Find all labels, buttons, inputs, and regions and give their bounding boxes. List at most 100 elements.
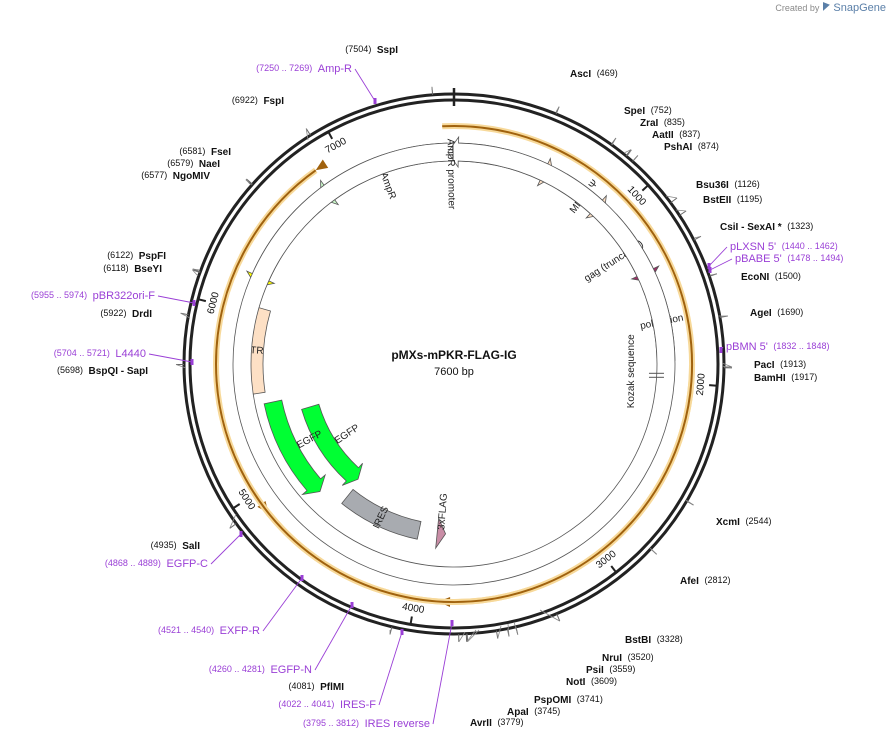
enzyme-site[interactable]: (6577) NgoMIV <box>141 170 252 185</box>
enzyme-label: AatII (837) <box>652 129 700 140</box>
enzyme-site[interactable]: XcmI (2544) <box>686 500 771 528</box>
primer-leader <box>379 632 402 705</box>
primer-site[interactable]: (3795 .. 3812) IRES reverse <box>303 620 454 730</box>
enzyme-name: PsiI <box>586 665 604 676</box>
enzyme-name: SspI <box>377 45 398 56</box>
enzyme-position: (1913) <box>780 359 806 369</box>
scale-tick <box>611 566 616 572</box>
primer-name: EGFP-N <box>270 664 312 676</box>
enzyme-position: (3520) <box>628 652 654 662</box>
enzyme-site[interactable]: PspOMI (3741) <box>467 630 603 706</box>
primer-label: pBABE 5' (1478 .. 1494) <box>735 253 843 265</box>
enzyme-site[interactable]: AscI (469) <box>556 68 618 114</box>
orf-arrowhead <box>316 159 328 170</box>
enzyme-position: (1126) <box>734 179 759 189</box>
scale-tick <box>198 299 206 301</box>
enzyme-name: PspOMI <box>534 695 571 706</box>
primer-name: Amp-R <box>318 63 352 75</box>
enzyme-site[interactable]: (4081) PflMI <box>289 627 392 693</box>
primer-leader <box>158 296 194 303</box>
enzyme-label: (5922) DrdI <box>100 308 152 319</box>
enzyme-site[interactable]: NotI (3609) <box>496 626 617 688</box>
enzyme-site[interactable]: BstEII (1195) <box>676 194 762 215</box>
primer-label: (5704 .. 5721) L4440 <box>54 348 146 360</box>
primer-range: (4260 .. 4281) <box>209 664 265 674</box>
plasmid-size: 7600 bp <box>434 366 474 378</box>
enzyme-leader <box>468 630 479 642</box>
primer-site[interactable]: (4260 .. 4281) EGFP-N <box>209 602 354 676</box>
watermark-prefix: Created by <box>775 3 819 13</box>
enzyme-name: Bsu36I <box>696 180 729 191</box>
enzyme-site[interactable]: (7504) SspI <box>345 44 432 94</box>
enzyme-position: (3745) <box>534 706 560 716</box>
primer-label: (4022 .. 4041) IRES-F <box>278 699 376 711</box>
enzyme-position: (3741) <box>577 694 603 704</box>
enzyme-position: (7504) <box>345 44 371 54</box>
enzyme-site[interactable]: AfeI (2812) <box>650 548 730 587</box>
enzyme-site[interactable]: (5698) BspQI - SapI <box>57 364 186 376</box>
primer-site[interactable]: pBABE 5' (1478 .. 1494) <box>709 253 844 273</box>
primer-leader <box>263 578 302 631</box>
enzyme-name: DrdI <box>132 309 152 320</box>
enzyme-site[interactable]: PsiI (3559) <box>507 624 635 676</box>
enzyme-name: NotI <box>566 677 586 688</box>
enzyme-position: (3559) <box>609 664 635 674</box>
snapgene-watermark: Created by SnapGene <box>775 2 886 14</box>
enzyme-label: (6581) FseI <box>179 146 231 157</box>
primer-site[interactable]: (4868 .. 4889) EGFP-C <box>105 531 243 570</box>
enzyme-name: NaeI <box>199 159 220 170</box>
enzyme-site[interactable]: (4935) SalI <box>151 514 237 552</box>
primer-site[interactable]: (4521 .. 4540) EXFP-R <box>158 575 303 637</box>
enzyme-label: PacI (1913) <box>754 359 806 370</box>
enzyme-site[interactable]: CsiI - SexAI * (1323) <box>694 221 813 240</box>
enzyme-cut-mark <box>671 198 677 203</box>
primer-name: pLXSN 5' <box>730 241 776 253</box>
enzyme-label: AvrII (3779) <box>470 717 523 728</box>
enzyme-position: (6581) <box>179 146 205 156</box>
enzyme-label: (4081) PflMI <box>289 681 345 692</box>
enzyme-site[interactable]: BstBI (3328) <box>540 610 683 646</box>
enzyme-position: (469) <box>597 68 618 78</box>
enzyme-name: BspQI - SapI <box>89 366 149 377</box>
enzyme-site[interactable]: PacI (1913) <box>722 359 806 370</box>
enzyme-position: (2812) <box>704 575 730 585</box>
primer-range: (1478 .. 1494) <box>787 253 843 263</box>
enzyme-label: Bsu36I (1126) <box>696 179 760 190</box>
enzyme-position: (837) <box>679 129 700 139</box>
primer-label: (3795 .. 3812) IRES reverse <box>303 718 430 730</box>
enzyme-name: BseYI <box>134 264 162 275</box>
primer-name: L4440 <box>115 348 146 360</box>
enzyme-site[interactable]: PshAI (874) <box>633 141 719 161</box>
scale-tick <box>233 504 240 508</box>
enzyme-position: (2544) <box>745 516 771 526</box>
enzyme-name: AscI <box>570 69 591 80</box>
primer-label: pBMN 5' (1832 .. 1848) <box>726 341 829 353</box>
enzyme-position: (1323) <box>787 221 813 231</box>
enzyme-site[interactable]: (6118) BseYI <box>103 263 200 276</box>
feature-ires[interactable]: IRES <box>342 489 421 539</box>
enzyme-label: BstBI (3328) <box>625 634 683 645</box>
feature-label: AmpR promoter <box>445 139 457 210</box>
enzyme-site[interactable]: AgeI (1690) <box>718 307 803 318</box>
primer-label: pLXSN 5' (1440 .. 1462) <box>730 241 838 253</box>
enzyme-name: FseI <box>211 147 231 158</box>
enzyme-position: (6118) <box>103 263 128 273</box>
enzyme-label: (7504) SspI <box>345 44 398 55</box>
enzyme-label: AgeI (1690) <box>750 307 803 318</box>
enzyme-position: (6579) <box>167 158 193 168</box>
enzyme-label: (5698) BspQI - SapI <box>57 365 148 376</box>
enzyme-site[interactable]: (6922) FspI <box>232 95 311 140</box>
enzyme-label: CsiI - SexAI * (1323) <box>720 221 813 232</box>
feature-3xflag[interactable]: 3xFLAG <box>436 493 450 548</box>
enzyme-name: ApaI <box>507 707 529 718</box>
primer-site[interactable]: (5704 .. 5721) L4440 <box>54 348 194 365</box>
primer-range: (4521 .. 4540) <box>158 625 214 635</box>
enzyme-label: AscI (469) <box>570 68 618 79</box>
enzyme-site[interactable]: (5922) DrdI <box>100 308 190 319</box>
scale-tick <box>709 385 717 386</box>
primer-site[interactable]: pBMN 5' (1832 .. 1848) <box>720 341 830 353</box>
primer-site[interactable]: (5955 .. 5974) pBR322ori-F <box>31 290 195 306</box>
enzyme-site[interactable]: EcoNI (1500) <box>709 271 801 282</box>
